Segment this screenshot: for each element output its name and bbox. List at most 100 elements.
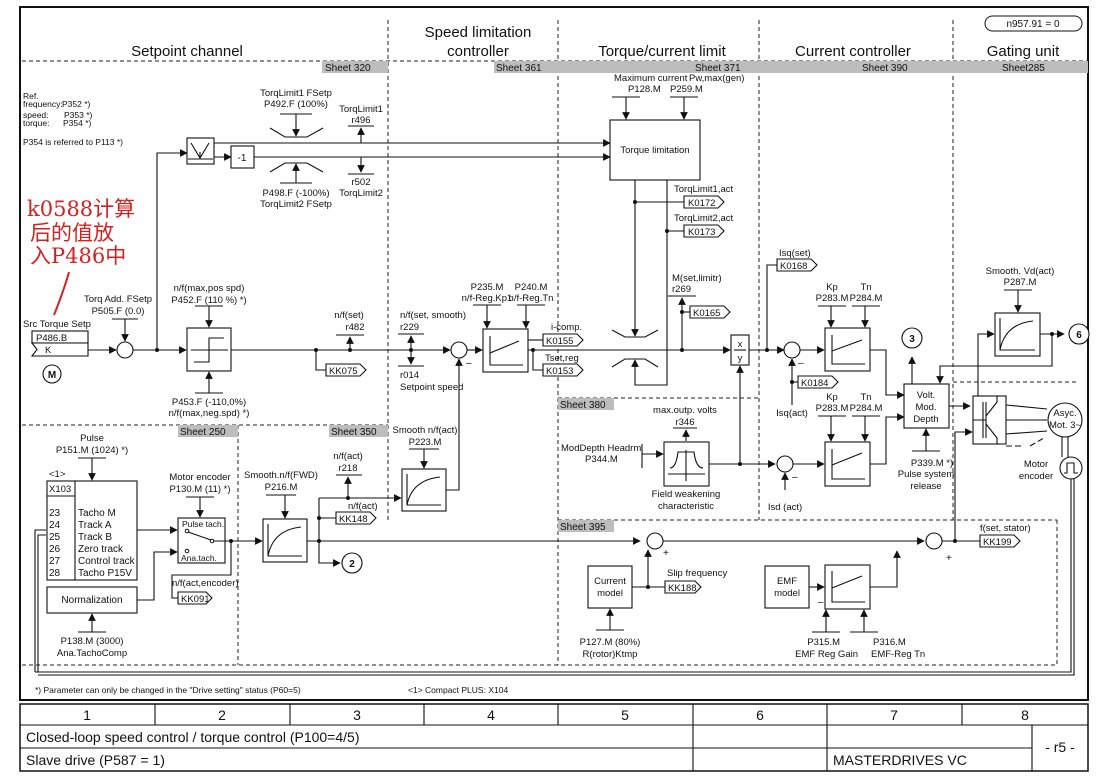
isq-summing-junction [783,341,801,359]
svg-text:Smooth. Vd(act): Smooth. Vd(act) [986,266,1055,277]
svg-text:+: + [946,553,952,564]
connector-src-torque-setp[interactable]: P486.B K [30,330,89,357]
svg-text:n/f(max,pos spd): n/f(max,pos spd) [174,283,245,294]
summing-junction [116,341,134,359]
svg-text:P486.B[interactable]: P486.B [36,333,67,344]
svg-text:P339.M *): P339.M *) [911,458,953,469]
title-row2: Slave drive (P587 = 1) [26,752,165,768]
connector-2-icon: 2 [341,552,363,574]
svg-text:–: – [818,597,824,608]
current-controller: Isq(set) K0168 – K0184 Isq(act) Kp P283.… [765,248,971,513]
svg-text:speed:: speed: [23,110,49,120]
svg-text:<1>: <1> [49,469,66,480]
field-weakening: max.outp. volts r346 ModDepth Headrm P34… [561,405,776,512]
terminal-block-x103 [46,480,138,581]
svg-text:Volt.: Volt. [917,390,936,401]
column-number: 4 [487,707,495,723]
status-badge: n957.91 = 0 [984,15,1083,32]
svg-text:P498.F (-100%): P498.F (-100%) [262,188,329,199]
svg-text:TorqLimit2 FSetp: TorqLimit2 FSetp [260,199,332,210]
svg-text:P216.M: P216.M [265,482,298,493]
column-number: 2 [218,707,226,723]
svg-text:Tn: Tn [860,392,871,403]
section-title-current: Current controller [795,43,911,60]
svg-text:P240.M: P240.M [515,282,548,293]
svg-text:P344.M: P344.M [585,454,618,465]
svg-text:*) Parameter can only be chang: *) Parameter can only be changed in the … [35,685,301,695]
slip-summing-junction [646,532,664,550]
svg-text:P352 *): P352 *) [62,99,91,109]
svg-text:P505.F (0.0): P505.F (0.0) [92,306,145,317]
svg-text:n/f(set): n/f(set) [334,310,364,321]
svg-text:KK199: KK199 [983,537,1012,548]
column-number: 3 [353,707,361,723]
svg-text:frequency:: frequency: [23,99,63,109]
svg-text:KK075: KK075 [329,366,358,377]
svg-text:<1> Compact PLUS: X104: <1> Compact PLUS: X104 [408,685,508,695]
sheet-labels: Sheet 320 Sheet 361 Sheet 371 Sheet 390 … [322,61,1088,74]
current-model-block [587,565,633,609]
svg-text:Pw,max(gen): Pw,max(gen) [689,73,744,84]
svg-text:n957.91 = 0: n957.91 = 0 [1006,19,1060,30]
svg-text:k0588计算: k0588计算 [27,197,135,221]
svg-text:–: – [792,472,798,483]
svg-text:3: 3 [909,334,915,345]
svg-text:Sheet 320: Sheet 320 [325,63,371,74]
svg-text:TorqLimit1,act: TorqLimit1,act [674,184,733,195]
terminal-pin-label: Tacho P15V [78,568,132,579]
stator-summing-junction [925,532,943,550]
svg-text:f(set, stator): f(set, stator) [980,523,1031,534]
terminal-pin-number: 28 [49,568,61,579]
fwd-smoothing-filter [262,518,308,563]
svg-text:Pulse tach.: Pulse tach. [182,519,224,529]
svg-text:Isq(act): Isq(act) [776,408,808,419]
column-number: 8 [1021,707,1029,723]
svg-text:Sheet 380: Sheet 380 [560,400,606,411]
svg-text:P130.M (11) *): P130.M (11) *) [169,484,230,495]
svg-text:K[interactable]: K [45,345,52,356]
svg-text:r014: r014 [400,370,419,381]
svg-text:Ana.TachoComp: Ana.TachoComp [57,648,127,659]
column-number: 1 [83,707,91,723]
svg-text:TorqLimit2,act: TorqLimit2,act [674,213,733,224]
terminal-pin-label: Zero track [78,544,124,555]
section-title-gating: Gating unit [987,43,1060,60]
svg-text:P353 *): P353 *) [64,110,93,120]
svg-text:P452.F (110 %) *): P452.F (110 %) *) [171,295,246,306]
svg-text:x: x [738,339,743,350]
page-id: - r5 - [1045,739,1075,755]
svg-text:r269: r269 [672,284,691,295]
isd-summing-junction [776,455,794,473]
column-number: 7 [890,707,898,723]
section-headers: Setpoint channel Speed limitation contro… [131,24,1060,60]
svg-text:Torq Add. FSetp: Torq Add. FSetp [84,294,152,305]
terminal-pin-label: Tacho M [78,508,116,519]
svg-text:Slip frequency: Slip frequency [667,568,727,579]
connector-3-icon: 3 [901,327,923,349]
svg-text:Depth: Depth [913,414,938,425]
svg-text:P283.M: P283.M [816,403,849,414]
emf-model-block [764,565,810,609]
svg-text:i-comp.: i-comp. [551,322,582,333]
connector-kk148: KK148 [335,511,377,525]
svg-text:model: model [774,588,800,599]
section-title-speed-line1: Speed limitation [425,24,532,41]
torque-limit-setpoint-path: -1 TorqLimit1 FSetp P492.F (100%) TorqLi… [156,88,611,350]
svg-text:Normalization: Normalization [61,595,122,606]
terminal-pin-number: 23 [49,508,61,519]
setpoint-main-path: Src Torque Setp P486.B K M Torq Add. FSe… [23,283,451,419]
svg-text:Sheet285: Sheet285 [1002,63,1045,74]
connector-k0153: K0153 [542,363,584,377]
terminal-pin-label: Track A [78,520,112,531]
svg-text:K0172: K0172 [688,198,715,209]
svg-text:M(set,limitr): M(set,limitr) [672,273,722,284]
connector-kk091: KK091 [177,591,213,605]
svg-text:TorqLimit1 FSetp: TorqLimit1 FSetp [260,88,332,99]
svg-text:Ana.tach.: Ana.tach. [181,553,217,563]
torque-limitation: Maximum current Pw,max(gen) P128.M P259.… [470,73,785,462]
svg-text:characteristic: characteristic [658,501,714,512]
terminal-pin-number: 25 [49,532,61,543]
section-title-speed-line2: controller [447,43,509,60]
svg-text:ModDepth Headrm: ModDepth Headrm [561,443,641,454]
